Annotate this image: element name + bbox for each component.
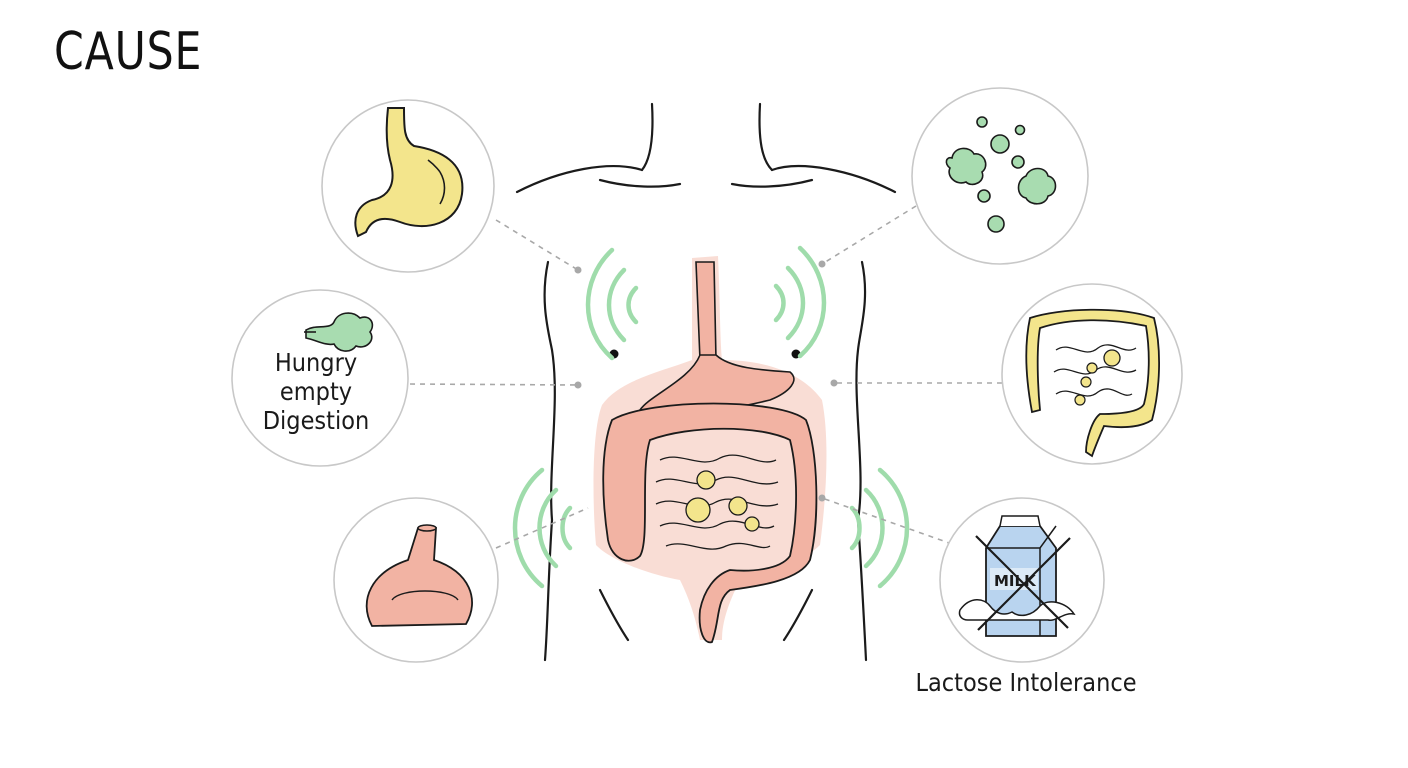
cause-stomach-small bbox=[334, 498, 498, 662]
hungry-label: Hungry empty Digestion bbox=[253, 348, 379, 435]
cause-gas bbox=[912, 88, 1088, 264]
hungry-label-line-3: Digestion bbox=[253, 406, 379, 435]
hungry-label-line-2: empty bbox=[253, 377, 379, 406]
cause-lactose: MILK bbox=[940, 498, 1104, 662]
lactose-intolerance-label: Lactose Intolerance bbox=[914, 668, 1137, 697]
cause-stomach bbox=[322, 100, 494, 272]
cause-intestines bbox=[1002, 284, 1182, 464]
hungry-label-line-1: Hungry bbox=[253, 348, 379, 377]
